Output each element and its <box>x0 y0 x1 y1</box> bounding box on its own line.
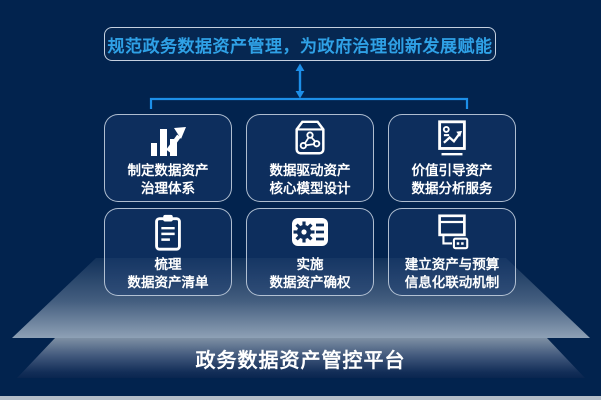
card-line: 建立资产与预算 <box>404 257 500 272</box>
bar-chart-growth-icon <box>145 118 191 158</box>
card-line: 数据资产清单 <box>127 275 209 290</box>
platform-top-surface <box>12 258 590 338</box>
card-asset-inventory: 梳理 数据资产清单 <box>104 208 232 296</box>
card-line: 治理体系 <box>141 181 195 196</box>
double-vertical-arrow-icon <box>293 63 307 99</box>
card-line: 信息化联动机制 <box>404 275 500 290</box>
card-rights-confirmation: 实施 数据资产确权 <box>246 208 374 296</box>
card-line: 制定数据资产 <box>127 163 209 178</box>
banner-text: 规范政务数据资产管理，为政府治理创新发展赋能 <box>107 36 493 56</box>
card-line: 核心模型设计 <box>269 181 351 196</box>
card-analysis-service: 价值引导资产 数据分析服务 <box>388 114 516 202</box>
card-line: 数据驱动资产 <box>269 163 351 178</box>
card-line: 实施 <box>296 257 324 272</box>
card-budget-linkage: 建立资产与预算 信息化联动机制 <box>388 208 516 296</box>
platform-front-face <box>17 338 585 378</box>
card-line: 数据资产确权 <box>269 275 351 290</box>
card-core-model-design: 数据驱动资产 核心模型设计 <box>246 114 374 202</box>
gear-list-badge-icon <box>288 212 332 252</box>
data-analysis-board-icon <box>431 118 473 158</box>
card-line: 数据分析服务 <box>411 181 493 196</box>
card-line: 价值引导资产 <box>411 163 493 178</box>
data-model-cube-icon <box>289 118 331 158</box>
banner: 规范政务数据资产管理，为政府治理创新发展赋能 <box>104 27 496 61</box>
bottom-strip <box>0 396 601 400</box>
bracket-line <box>149 97 469 110</box>
window-link-icon <box>431 212 473 252</box>
checklist-clipboard-icon <box>147 212 189 252</box>
platform-title: 政务数据资产管控平台 <box>195 349 406 372</box>
card-line: 梳理 <box>154 257 182 272</box>
card-governance-system: 制定数据资产 治理体系 <box>104 114 232 202</box>
